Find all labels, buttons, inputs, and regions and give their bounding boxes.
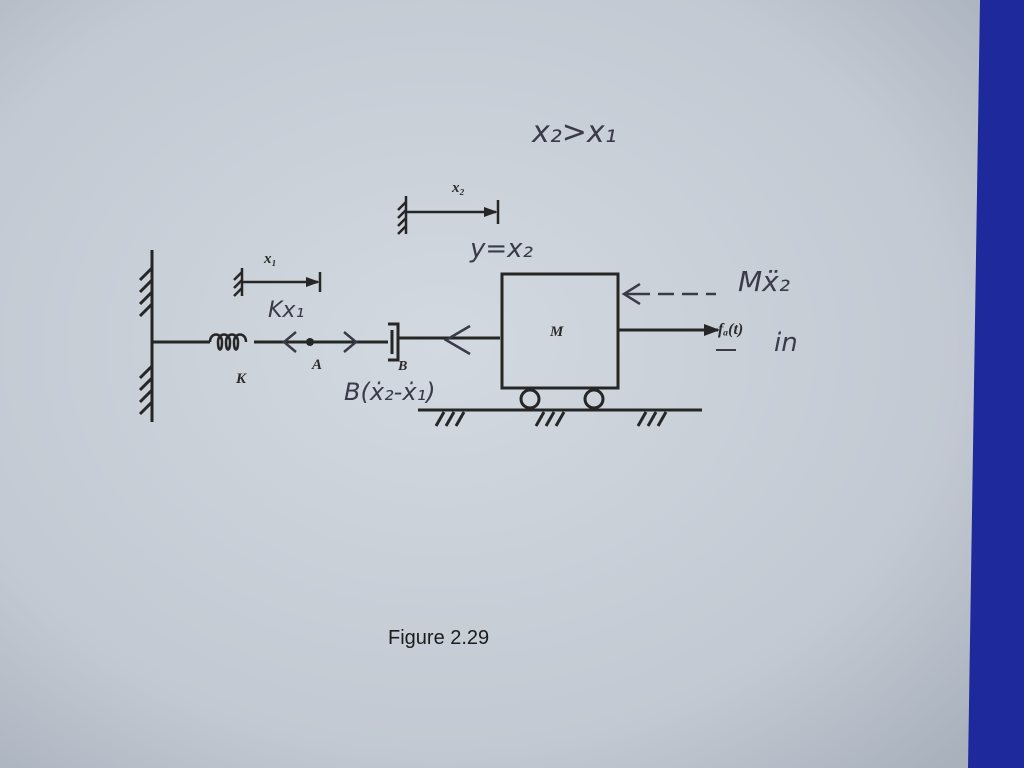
x2-arrowhead — [484, 207, 498, 217]
x2-label: x₂ — [452, 180, 465, 196]
spring — [208, 333, 248, 351]
ground — [418, 408, 702, 427]
wheel-right — [583, 388, 605, 410]
paper-sheet — [0, 0, 980, 768]
point-a-label: A — [312, 357, 323, 373]
force-label: fₐ(t) — [718, 321, 744, 338]
spring-label: K — [236, 371, 247, 387]
x1-reference — [233, 268, 322, 297]
figure-caption: Figure 2.29 — [388, 627, 490, 649]
inertia-force-arrow — [621, 282, 716, 306]
x1-label: x₁ — [264, 251, 277, 267]
spring-force-arrows — [282, 331, 358, 353]
mass-label: M — [550, 324, 564, 340]
left-wall — [138, 250, 154, 422]
relation-note: x₂>x₁ — [532, 115, 617, 150]
damper-force-arrow — [443, 324, 471, 356]
node-a — [306, 338, 314, 346]
applied-force-arrow — [618, 324, 720, 336]
x1-arrowhead — [306, 277, 320, 287]
input-note: in — [774, 328, 798, 358]
y-equals-note: y=x₂ — [470, 234, 533, 264]
damper-force-note: B(ẋ₂-ẋ₁) — [344, 378, 436, 406]
spring-force-note: Kx₁ — [268, 298, 305, 323]
inertia-note: Mẍ₂ — [738, 265, 790, 298]
wheel-left — [519, 388, 541, 410]
point-b-label: B — [398, 359, 408, 374]
